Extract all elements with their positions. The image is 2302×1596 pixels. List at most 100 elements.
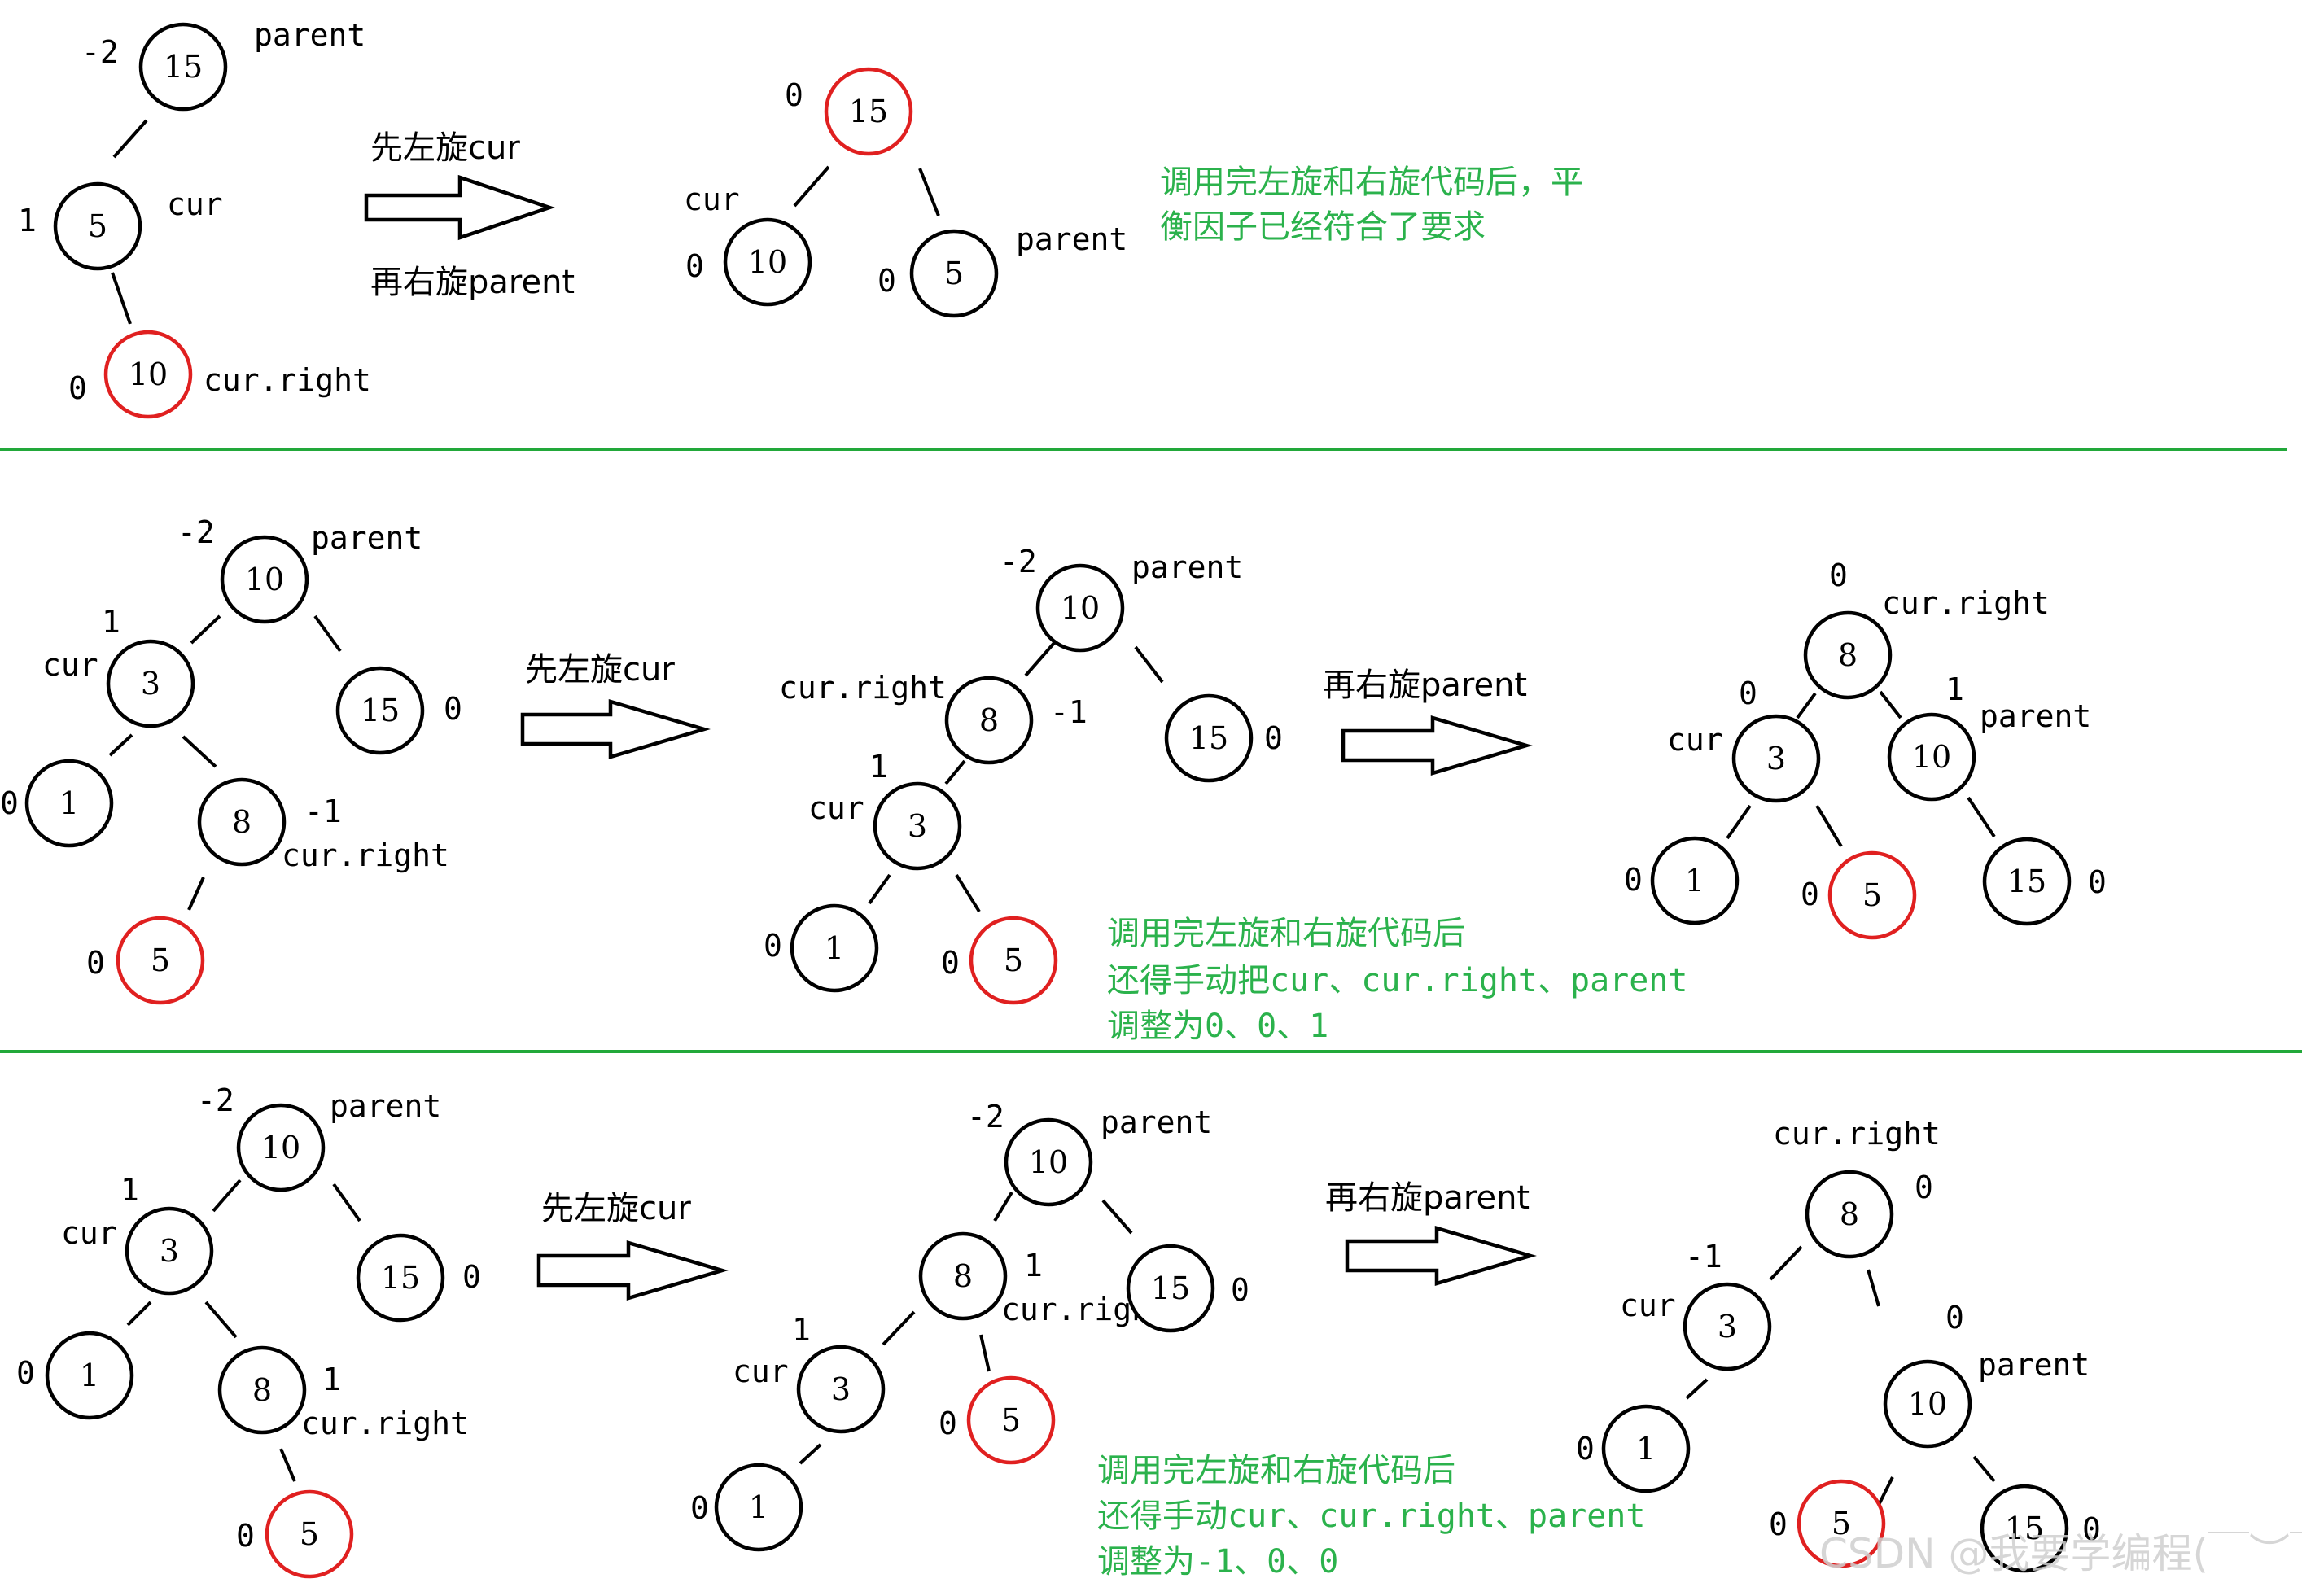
balance-factor: 0 <box>1769 1506 1788 1542</box>
edge <box>918 168 940 216</box>
edge <box>1024 641 1056 677</box>
tree-node <box>236 1103 326 1192</box>
transform-arrow <box>520 698 711 760</box>
edge <box>979 1334 991 1372</box>
balance-factor: 0 <box>0 785 19 821</box>
s3-tree-middle: 10 -2 parent 8 1 cur.right 15 0 3 1 cur … <box>690 1099 1249 1552</box>
balance-factor: 0 <box>68 370 87 406</box>
node-value: 8 <box>232 804 252 840</box>
edge <box>190 614 221 645</box>
balance-factor: 0 <box>1264 720 1283 756</box>
balance-factor: -1 <box>1050 694 1088 730</box>
parent-label: parent <box>1016 221 1127 257</box>
node-value: 1 <box>1636 1431 1656 1467</box>
tree-node <box>873 781 962 871</box>
balance-factor: 0 <box>1801 877 1819 912</box>
balance-factor: -2 <box>177 514 215 550</box>
tree-node <box>714 1463 803 1552</box>
transform-arrow <box>536 1240 729 1301</box>
node-value: 5 <box>1832 1506 1851 1541</box>
node-value: 5 <box>151 942 170 978</box>
cur-label: cur <box>61 1215 117 1251</box>
balance-factor: 0 <box>690 1490 709 1526</box>
balance-factor: 1 <box>102 604 120 640</box>
tree-node <box>918 1231 1008 1321</box>
edge <box>1769 1245 1803 1281</box>
node-value: 10 <box>261 1130 300 1165</box>
node-value: 3 <box>1766 741 1786 776</box>
tree-node <box>1126 1244 1215 1333</box>
balance-factor: 0 <box>462 1259 481 1295</box>
edge <box>1879 690 1902 719</box>
balance-factor: 1 <box>792 1312 811 1348</box>
transform-arrow <box>364 174 556 241</box>
parent-label: parent <box>1131 549 1243 585</box>
balance-factor: 0 <box>236 1518 255 1554</box>
tree-node <box>824 67 913 156</box>
node-value: 8 <box>252 1372 272 1408</box>
edge <box>799 1443 822 1465</box>
tree-node <box>53 181 142 271</box>
balance-factor: 1 <box>18 203 37 238</box>
tree-node <box>356 1233 445 1323</box>
tree-node <box>24 759 114 848</box>
edge <box>944 759 966 785</box>
balance-factor: 1 <box>1024 1248 1043 1283</box>
node-value: 5 <box>944 256 964 291</box>
tree-node <box>45 1331 134 1420</box>
tree-node <box>1164 693 1254 783</box>
balance-factor: 0 <box>1829 558 1848 593</box>
balance-factor: 0 <box>1624 862 1643 898</box>
tree-node <box>220 535 309 624</box>
edge <box>108 733 133 757</box>
tree-node <box>1827 850 1917 940</box>
cur-label: cur <box>167 186 223 222</box>
s3-tree-before: 10 -2 parent 3 1 cur 15 0 1 0 8 1 cur.ri… <box>16 1082 481 1579</box>
arrow-label-right-rotate: 再右旋parent <box>1325 1179 1530 1217</box>
cur-right-label: cur.right <box>779 670 947 706</box>
note-line: 衡因子已经符合了要求 <box>1160 208 1486 246</box>
node-value: 8 <box>1840 1196 1859 1232</box>
edge <box>332 1183 361 1222</box>
edge <box>1726 804 1752 840</box>
arrow-label-left-rotate: 先左旋cur <box>541 1190 691 1227</box>
balance-factor: 0 <box>785 77 803 113</box>
s2-tree-after: 8 0 cur.right 3 0 cur 10 1 parent 1 0 5 … <box>1624 558 2107 940</box>
edge <box>1134 645 1164 684</box>
parent-label: parent <box>1978 1347 2090 1383</box>
node-value: 3 <box>908 808 927 844</box>
cur-right-label: cur.right <box>282 837 449 873</box>
tree-node <box>1805 1170 1894 1259</box>
edge <box>1796 692 1817 719</box>
arrow-label-left-rotate: 先左旋cur <box>370 129 520 167</box>
balance-factor: 0 <box>2082 1511 2101 1547</box>
balance-factor: -2 <box>967 1099 1004 1135</box>
cur-label: cur <box>733 1353 789 1389</box>
section-3: 10 -2 parent 3 1 cur 15 0 1 0 8 1 cur.ri… <box>16 1082 2101 1581</box>
tree-node <box>106 639 195 728</box>
balance-factor: 0 <box>1576 1431 1595 1467</box>
tree-node <box>116 916 205 1005</box>
cur-right-label: cur.right <box>204 362 371 398</box>
parent-label: parent <box>1980 698 2091 734</box>
node-value: 10 <box>1061 590 1100 626</box>
node-value: 10 <box>1912 739 1951 775</box>
note-line: 调用完左旋和右旋代码后，平 <box>1160 164 1583 201</box>
tree-node <box>723 217 812 307</box>
parent-label: parent <box>1101 1104 1212 1140</box>
edge <box>1685 1378 1709 1400</box>
node-value: 8 <box>953 1258 973 1294</box>
cur-label: cur <box>1667 722 1723 758</box>
node-value: 10 <box>748 244 787 280</box>
tree-node <box>197 777 287 867</box>
tree-node <box>265 1489 354 1579</box>
tree-node <box>909 229 999 318</box>
tree-node <box>335 666 425 755</box>
edge <box>182 735 217 768</box>
balance-factor: -2 <box>1000 544 1037 579</box>
node-value: 3 <box>831 1371 851 1407</box>
parent-label: parent <box>330 1088 441 1124</box>
node-value: 8 <box>1838 637 1858 673</box>
balance-factor: 0 <box>764 928 782 964</box>
